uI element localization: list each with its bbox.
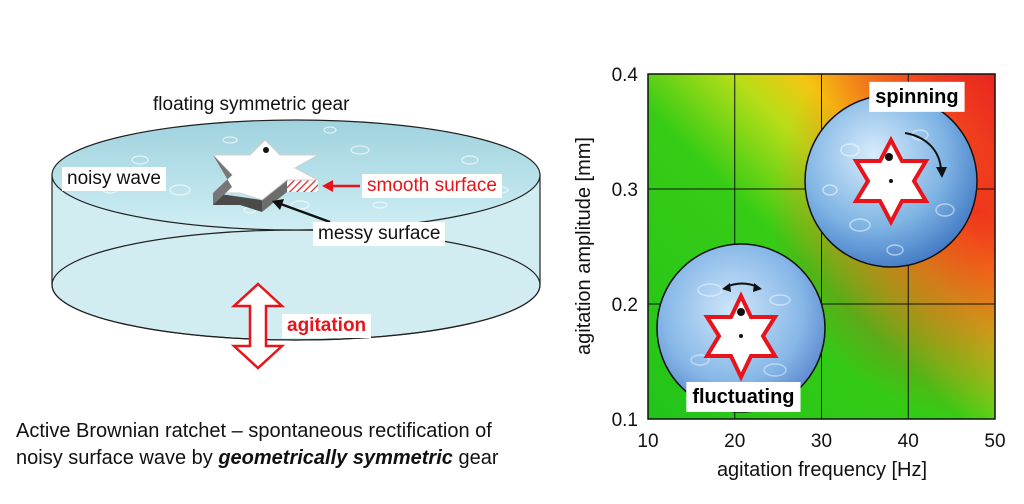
annotation-label: fluctuating: [692, 386, 794, 408]
x-tick-label: 50: [984, 431, 1005, 452]
annotation-box: [869, 81, 965, 112]
caption: Active Brownian ratchet – spontaneous re…: [16, 418, 498, 472]
diagram-title: floating symmetric gear: [153, 94, 350, 115]
x-tick-label: 20: [724, 431, 745, 452]
symmetric-gear: [211, 139, 320, 212]
y-axis-label: agitation amplitude [mm]: [573, 137, 595, 355]
caption-line1: Active Brownian ratchet – spontaneous re…: [16, 420, 492, 442]
plot-frame: [647, 73, 996, 420]
annotation-box: [686, 382, 801, 412]
caption-line2-suffix: gear: [452, 447, 499, 469]
messy-surface-label: messy surface: [313, 222, 446, 246]
y-tick-label: 0.1: [612, 410, 638, 431]
agitation-double-arrow: [230, 282, 286, 370]
annotations: spinning fluctuating: [686, 81, 965, 412]
x-tick-label: 30: [811, 431, 832, 452]
x-axis-label: agitation frequency [Hz]: [717, 459, 927, 481]
y-tick-label: 0.3: [612, 180, 638, 201]
x-tick-label: 10: [637, 431, 658, 452]
y-tick-label: 0.4: [612, 65, 639, 86]
smooth-surface-arrow: [322, 180, 360, 192]
oscillation-arrow-icon: [722, 282, 762, 292]
agitation-label: agitation: [282, 314, 372, 338]
rotation-arrow-icon: [904, 132, 942, 171]
fluctuating-dish: [656, 243, 826, 413]
spinning-dish: [804, 94, 978, 268]
caption-line2: noisy surface wave by geometrically symm…: [16, 445, 498, 472]
annotation-fluctuating: fluctuating: [686, 382, 801, 412]
messy-surface-arrow: [272, 199, 331, 224]
gear-diagram: [51, 119, 541, 370]
smooth-surface-label: smooth surface: [362, 174, 502, 198]
x-tick-label: 40: [898, 431, 919, 452]
y-tick-label: 0.2: [612, 295, 638, 316]
y-tick-labels: 0.1 0.2 0.3 0.4: [612, 65, 639, 431]
caption-line2-prefix: noisy surface wave by: [16, 447, 219, 469]
noisy-wave-label: noisy wave: [62, 167, 166, 191]
caption-emphasis: geometrically symmetric: [218, 447, 453, 469]
annotation-spinning: spinning: [869, 81, 965, 112]
phase-chart: 10 20 30 40 50 0.1 0.2 0.3 0.4 agitation freque…: [573, 65, 1006, 481]
x-tick-labels: 10 20 30 40 50: [637, 431, 1005, 452]
annotation-label: spinning: [875, 86, 958, 108]
